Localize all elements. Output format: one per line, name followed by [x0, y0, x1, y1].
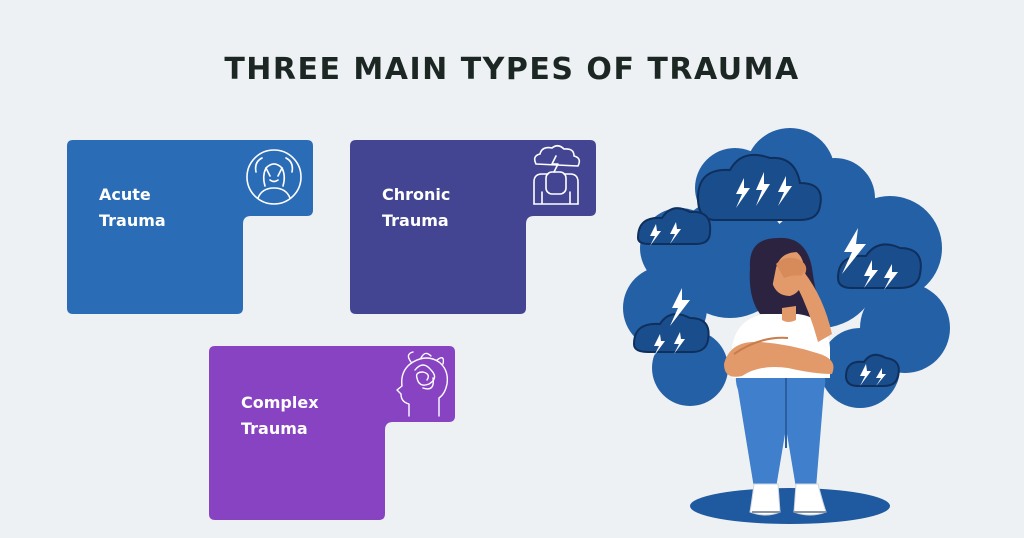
woman-under-storm-clouds-illustration: [623, 128, 950, 524]
person-storm-cloud-icon: [533, 144, 581, 205]
page-title: THREE MAIN TYPES OF TRAUMA: [224, 52, 800, 87]
head-tangled-thoughts-icon: [396, 351, 449, 417]
card-label: Acute Trauma: [99, 185, 166, 230]
woman-figure: [724, 237, 834, 516]
card-label: Chronic Trauma: [382, 185, 451, 230]
card-label: Complex Trauma: [241, 393, 319, 438]
card-acute-trauma: Acute Trauma: [67, 140, 313, 314]
card-complex-trauma: Complex Trauma: [209, 346, 455, 520]
lightning-icon: [650, 172, 898, 386]
card-chronic-trauma: Chronic Trauma: [350, 140, 596, 314]
person-distress-icon: [246, 149, 302, 205]
card-shape: [209, 346, 455, 520]
card-shape: [67, 140, 313, 314]
ground-shadow: [690, 488, 890, 524]
dark-cloud-icon: [632, 154, 922, 387]
